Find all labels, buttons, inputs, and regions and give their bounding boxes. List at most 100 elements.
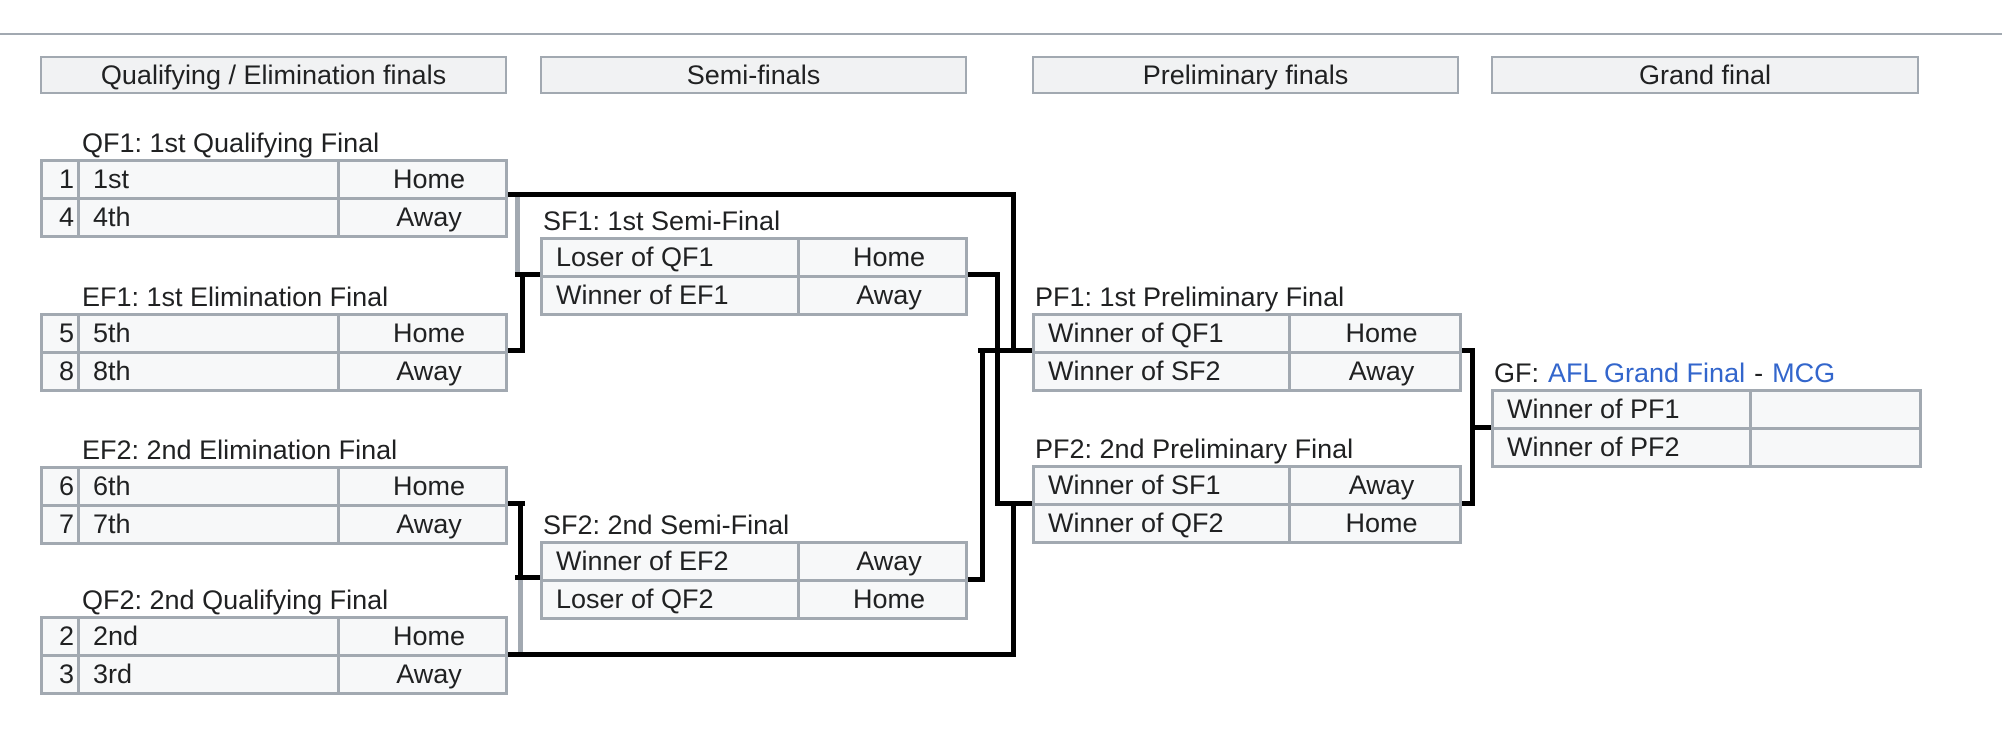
connector-sf1-exit-stub xyxy=(963,272,1000,277)
team-cell: Loser of QF1 xyxy=(540,237,800,278)
team-cell: 8th xyxy=(77,351,340,392)
connector-qf2-to-pf2-horizontal xyxy=(503,652,1016,657)
seed-cell: 2 xyxy=(40,616,80,657)
match-title-ef2: EF2: 2nd Elimination Final xyxy=(82,435,398,465)
venue-cell xyxy=(1749,389,1922,430)
venue-cell: Away xyxy=(337,197,508,238)
match-title-ef1: EF1: 1st Elimination Final xyxy=(82,282,389,312)
seed-cell: 6 xyxy=(40,466,80,507)
team-cell: Winner of SF2 xyxy=(1032,351,1291,392)
team-cell: 6th xyxy=(77,466,340,507)
match-title-pf2: PF2: 2nd Preliminary Final xyxy=(1035,434,1354,464)
connector-ef1-exit-stub xyxy=(503,348,525,353)
venue-cell: Away xyxy=(337,654,508,695)
team-cell: 7th xyxy=(77,504,340,545)
gf-prefix-label: GF: xyxy=(1494,358,1539,388)
connector-pf1-exit-stub xyxy=(1457,348,1475,353)
table-row: Winner of PF1 xyxy=(1491,389,1922,430)
team-cell: Winner of QF1 xyxy=(1032,313,1291,354)
venue-cell: Away xyxy=(1288,465,1462,506)
team-cell: 5th xyxy=(77,313,340,354)
seed-cell: 7 xyxy=(40,504,80,545)
team-cell: Winner of PF2 xyxy=(1491,427,1752,468)
connector-qf1-to-pf1-vertical xyxy=(1011,192,1016,353)
match-title-gf: GF: AFL Grand Final-MCG xyxy=(1494,358,1835,388)
team-cell: Winner of SF1 xyxy=(1032,465,1291,506)
seed-cell: 4 xyxy=(40,197,80,238)
connector-sf2-entry-stub xyxy=(515,575,540,580)
venue-cell: Home xyxy=(1288,313,1462,354)
venue-cell: Home xyxy=(337,616,508,657)
team-cell: Winner of QF2 xyxy=(1032,503,1291,544)
venue-cell: Away xyxy=(337,351,508,392)
seed-cell: 5 xyxy=(40,313,80,354)
venue-cell: Home xyxy=(337,159,508,200)
connector-sf2-gray-spacer xyxy=(518,580,523,657)
venue-cell: Home xyxy=(337,466,508,507)
match-title-sf2: SF2: 2nd Semi-Final xyxy=(543,510,790,540)
team-cell: Loser of QF2 xyxy=(540,579,800,620)
venue-cell: Away xyxy=(797,275,968,316)
seed-cell: 8 xyxy=(40,351,80,392)
connector-gf-entry-stub xyxy=(1470,425,1491,430)
connector-ef2-to-sf2-vertical xyxy=(518,501,523,580)
team-cell: 1st xyxy=(77,159,340,200)
column-header-preliminary-finals: Preliminary finals xyxy=(1032,56,1459,94)
seed-cell: 1 xyxy=(40,159,80,200)
team-cell: 4th xyxy=(77,197,340,238)
column-header-qualifying-elimination-finals: Qualifying / Elimination finals xyxy=(40,56,507,94)
connector-pf2-exit-stub xyxy=(1457,501,1475,506)
team-cell: Winner of PF1 xyxy=(1491,389,1752,430)
mcg-link[interactable]: MCG xyxy=(1772,358,1836,388)
seed-cell: 3 xyxy=(40,654,80,695)
connector-sf1-to-pf2-vertical xyxy=(995,272,1000,506)
top-divider-rule xyxy=(0,33,2002,35)
connector-ef1-to-sf1-vertical xyxy=(520,275,525,353)
match-table-gf: Winner of PF1 Winner of PF2 xyxy=(1491,389,1922,468)
connector-sf1-gray-spacer xyxy=(515,197,520,275)
team-cell: Winner of EF1 xyxy=(540,275,800,316)
table-row: Winner of PF2 xyxy=(1491,427,1922,468)
column-header-semi-finals: Semi-finals xyxy=(540,56,967,94)
venue-cell xyxy=(1749,427,1922,468)
venue-cell: Home xyxy=(1288,503,1462,544)
connector-qf1-to-pf1-horizontal xyxy=(503,192,1016,197)
gf-separator: - xyxy=(1754,358,1764,388)
match-title-qf2: QF2: 2nd Qualifying Final xyxy=(82,585,389,615)
afl-grand-final-link[interactable]: AFL Grand Final xyxy=(1548,358,1746,388)
venue-cell: Away xyxy=(337,504,508,545)
connector-sf2-to-pf1-vertical xyxy=(980,348,985,582)
connector-sf2-exit-stub xyxy=(963,577,985,582)
column-header-grand-final: Grand final xyxy=(1491,56,1919,94)
venue-cell: Home xyxy=(337,313,508,354)
venue-cell: Home xyxy=(797,579,968,620)
connector-qf2-to-pf2-vertical xyxy=(1011,503,1016,657)
venue-cell: Home xyxy=(797,237,968,278)
team-cell: Winner of EF2 xyxy=(540,541,800,582)
connector-pf2-entry-stub xyxy=(995,501,1032,506)
